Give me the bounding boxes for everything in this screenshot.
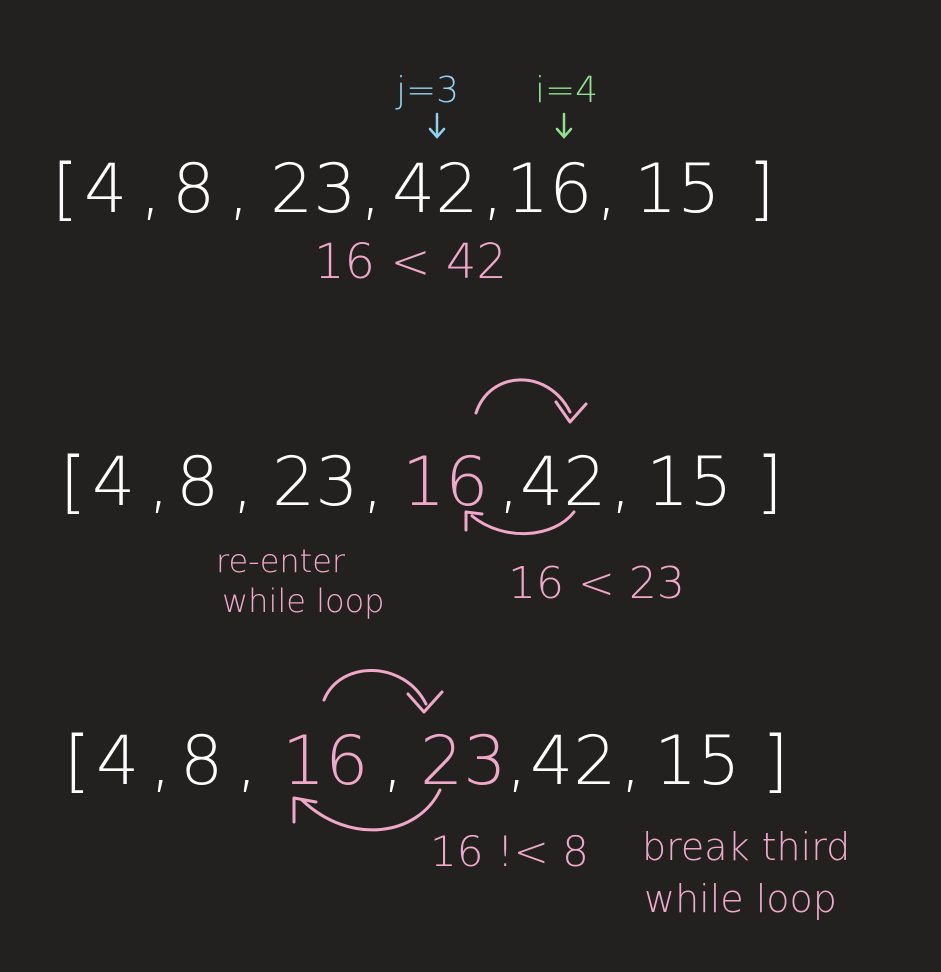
pointer-i-label: i=4 [535,70,598,111]
array-element: 4 [92,443,135,522]
close-bracket: ] [756,443,783,522]
comma: , [148,443,170,522]
array-element: 8 [180,722,223,801]
open-bracket: [ [52,150,79,229]
array-element-highlighted: 16 [402,443,489,522]
array-element: 16 [506,150,593,229]
comma: , [236,722,258,801]
array-element: 42 [520,443,607,522]
array-row-1: [ 4 , 8 , 23 , 42 , 16 , 15 ] [0,0,883,229]
pointer-j-label: j=3 [395,70,459,111]
swap-arrow-top-icon [322,669,428,706]
array-row-2: [ 4 , 8 , 23 , 16 , 42 , 15 ] [60,443,783,522]
array-element: 15 [646,443,733,522]
swap-arrow-bottom-icon [470,510,576,535]
comma: , [232,443,254,522]
comma: , [140,150,162,229]
array-element: 23 [272,443,359,522]
close-bracket: ] [762,722,789,801]
step-1: j=3 i=4 [ 4 , 8 , 23 , 42 , 16 , 15 ] 16… [0,0,883,290]
array-row-3: [ 4 , 8 , 16 , 23 , 42 , 15 ] [64,722,789,801]
comparison-2: 16 < 23 [508,558,685,609]
note-2: re-enter while loop [0,0,435,620]
array-element: 15 [634,150,721,229]
array-element: 4 [84,150,127,229]
pointer-j-arrow-icon [428,112,446,139]
array-element: 8 [176,443,219,522]
note-line: while loop [644,877,837,921]
swap-arrow-bottom-icon [300,788,442,832]
comparison-3: 16 !< 8 [430,827,589,876]
swap-arrowhead-bottom-icon [464,510,484,532]
swap-arrow-top-icon [474,378,572,415]
swap-arrowhead-bottom-icon [292,796,318,824]
note-line: re-enter [216,542,346,580]
array-element: 4 [96,722,139,801]
array-element: 42 [392,150,479,229]
pointer-i-arrow-icon [555,112,573,139]
close-bracket: ] [748,150,775,229]
open-bracket: [ [64,722,91,801]
comma: , [360,150,382,229]
note-line: while loop [222,582,384,620]
comparison-1: 16 < 42 [314,234,507,290]
step-2: [ 4 , 8 , 23 , 16 , 42 , 15 ] re-enter w… [0,0,783,620]
comma: , [228,150,250,229]
array-element: 15 [654,722,741,801]
comma: , [362,443,384,522]
swap-arrowhead-top-icon [406,690,444,714]
comma: , [596,150,618,229]
array-element: 42 [530,722,617,801]
step-3: [ 4 , 8 , 16 , 23 , 42 , 15 ] 16 !< 8 br… [64,669,850,921]
open-bracket: [ [60,443,87,522]
comma: , [620,722,642,801]
array-element-highlighted: 16 [282,722,369,801]
comma: , [382,722,404,801]
comma: , [506,722,528,801]
comma: , [150,722,172,801]
swap-arrowhead-top-icon [554,400,588,424]
array-element: 8 [172,150,215,229]
note-3: break third while loop [642,825,850,921]
comma: , [498,443,520,522]
array-element-highlighted: 23 [420,722,507,801]
array-element: 23 [270,150,357,229]
comma: , [610,443,632,522]
comma: , [482,150,504,229]
note-line: break third [642,825,850,869]
